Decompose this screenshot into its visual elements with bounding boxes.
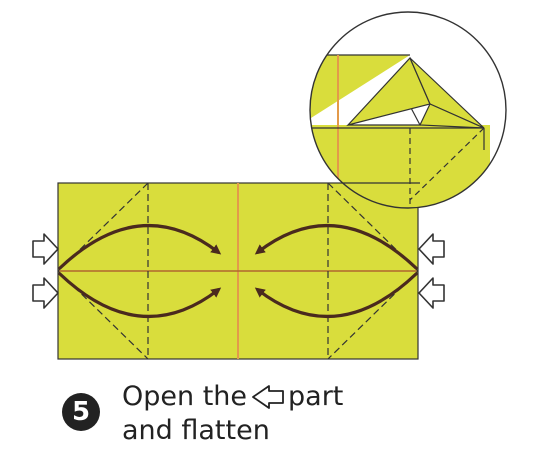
arrow-upper-right bbox=[254, 223, 418, 270]
hollow-left-arrow-icon bbox=[418, 233, 445, 265]
hollow-right-arrow-icon bbox=[32, 233, 59, 265]
arrow-lower-left bbox=[58, 272, 222, 319]
push-arrows-left bbox=[32, 233, 59, 309]
step-number-badge: 5 bbox=[62, 393, 100, 431]
hollow-right-arrow-icon bbox=[32, 277, 59, 309]
push-arrows-right bbox=[418, 233, 445, 309]
zoom-detail bbox=[309, 11, 507, 209]
arrow-lower-right bbox=[254, 272, 418, 319]
instruction-text-a: Open the bbox=[122, 381, 248, 412]
arrow-upper-left bbox=[58, 223, 222, 270]
instruction-line-2: and flatten bbox=[122, 415, 270, 446]
curved-arrows bbox=[58, 223, 418, 319]
instruction-text-b: part bbox=[288, 381, 344, 412]
instruction-line-1: Open the part bbox=[122, 380, 343, 414]
hollow-left-arrow-icon bbox=[252, 385, 284, 409]
step-instruction: Open the part and flatten bbox=[122, 380, 343, 448]
hollow-left-arrow-icon bbox=[418, 277, 445, 309]
